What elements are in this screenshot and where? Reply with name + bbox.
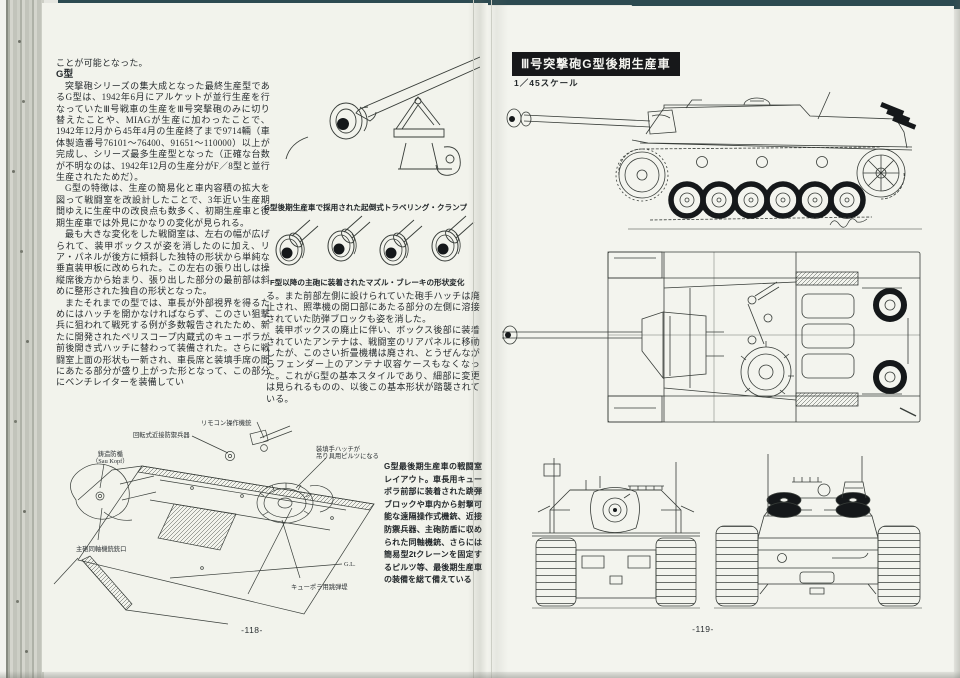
label-saukopf: 鋳造防楯 （Sau Kopf）	[92, 451, 129, 466]
stug-iii-g-rear-view-drawing	[714, 454, 922, 609]
plate-title: Ⅲ号突撃砲G型後期生産車	[512, 52, 680, 76]
stug-iii-g-side-view-drawing	[506, 91, 922, 230]
stug-iii-g-top-view-drawing	[502, 251, 921, 423]
intro-line: ことが可能となった。	[56, 58, 148, 68]
rear-view-figure	[712, 446, 924, 624]
page-edge-specks	[18, 40, 21, 43]
paragraph: またそれまでの型では、車長が外部視界を得るためにはハッチを開かなければならず、こ…	[56, 297, 270, 388]
scan-right-shadow	[953, 0, 960, 678]
page-number-right: -119-	[692, 624, 714, 634]
gutter-fold-line	[473, 0, 474, 678]
paragraph: 突撃砲シリーズの集大成となった最終生産型であるG型は、1942年6月にアルケット…	[56, 80, 270, 183]
section-heading: G型	[56, 69, 74, 81]
label-cupola-deflector: キューポラ用跳弾堤	[291, 584, 348, 591]
muzzle-brake-figure	[270, 214, 476, 274]
scale-note: 1／45スケール	[514, 78, 579, 88]
layout-caption: G型最後期生産車の戦闘室レイアウト。車長用キューポラ前部に装着された跳弾ブロック…	[384, 462, 482, 585]
gutter-fold-line	[491, 0, 492, 678]
book-gutter-shadow	[468, 0, 508, 678]
paragraph: 最も大きな変化をした戦闘室は、左右の幅が広げられて、装甲ボックスが姿を消したのに…	[56, 229, 270, 297]
label-remote-mg: リモコン操作機銃	[201, 420, 252, 427]
page-number-left: -118-	[241, 625, 263, 635]
label-loader-hatch: 装填手ハッチが 吊り具用ピルツになる	[316, 446, 379, 461]
paragraph: る。また前部左側に設けられていた砲手ハッチは廃止され、照準機の開口部にあたる部分…	[266, 291, 480, 324]
label-ground-line: G.L.	[344, 561, 356, 568]
top-view-figure	[502, 248, 928, 440]
muzzle-brake-caption: F型以降の主砲に装着されたマズル・ブレーキの形状変化	[270, 278, 465, 287]
right-page: Ⅲ号突撃砲G型後期生産車 1／45スケール	[488, 6, 954, 672]
side-view-figure	[500, 88, 930, 242]
compartment-figure	[42, 408, 390, 630]
label-close-defense: 回転式近接防禦兵器	[133, 432, 190, 439]
left-page: ことが可能となった。 G型 突撃砲シリーズの集大成となった最終生産型であるG型は…	[42, 3, 488, 672]
label-coax-port: 主砲同軸機銃銃口	[76, 546, 127, 553]
four-muzzle-brake-variants-drawing	[275, 215, 475, 266]
fighting-compartment-perspective-drawing	[53, 421, 375, 625]
travel-clamp-figure	[268, 51, 480, 199]
travel-clamp-caption: G型後期生産車で採用された起倒式トラベリング・クランプ	[264, 203, 468, 212]
left-column-text: ことが可能となった。 G型 突撃砲シリーズの集大成となった最終生産型であるG型は…	[56, 58, 270, 389]
scanner-background-top-right	[630, 0, 960, 9]
book-page-edges	[6, 0, 44, 678]
scan-left-margin	[0, 0, 6, 678]
stug-iii-g-front-view-drawing	[532, 458, 700, 609]
gun-barrel-with-travel-clamp-drawing	[285, 56, 480, 176]
front-view-figure	[530, 446, 702, 624]
scan-bottom-shadow	[0, 671, 960, 678]
paragraph: G型の特徴は、生産の簡易化と車内容積の拡大を図って戦闘室を改設計したことで、3年…	[56, 183, 270, 228]
right-column-text: る。また前部左側に設けられていた砲手ハッチは廃止され、照準機の開口部にあたる部分…	[266, 291, 480, 405]
artist-signature	[829, 218, 868, 228]
paragraph: 装甲ボックスの廃止に伴い、ボックス後部に装着されていたアンテナは、戦闘室のリアパ…	[266, 325, 480, 404]
scanner-background-top	[58, 0, 960, 5]
